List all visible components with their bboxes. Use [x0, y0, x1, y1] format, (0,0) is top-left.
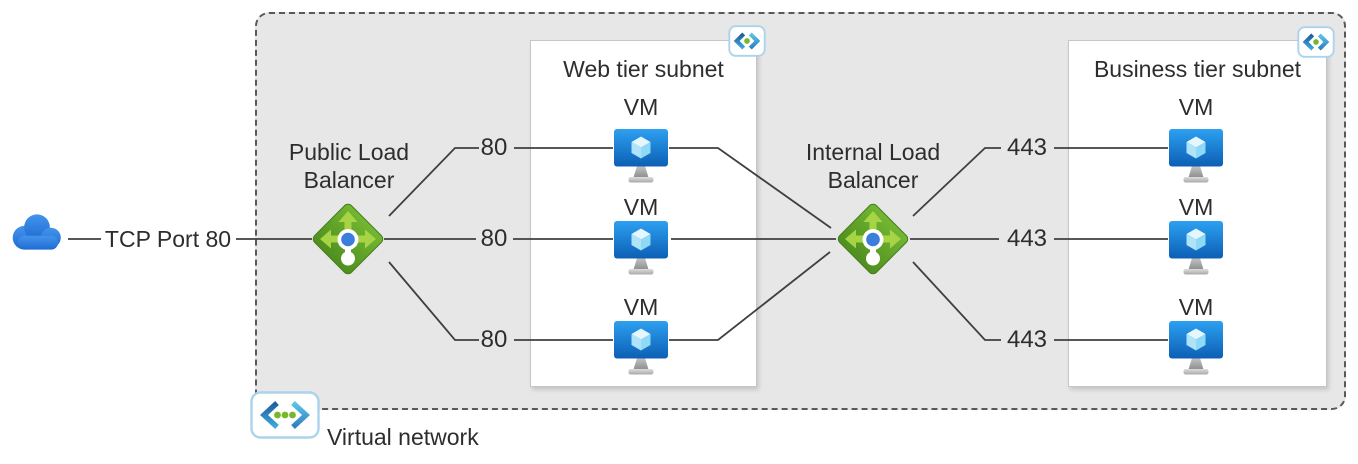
internal-load-balancer-icon	[835, 201, 911, 277]
business-port-label-3: 443	[1006, 326, 1048, 353]
business-vm-icon-2	[1168, 220, 1224, 278]
web-subnet-icon	[728, 25, 766, 57]
web-vm-icon-3	[613, 320, 669, 378]
tcp-port-label: TCP Port 80	[104, 226, 232, 252]
web-vm-icon-1	[613, 128, 669, 186]
business-vm-icon-1	[1168, 128, 1224, 186]
virtual-network-icon	[250, 391, 320, 439]
web-vm-label-3: VM	[623, 294, 659, 320]
business-vm-label-1: VM	[1178, 94, 1214, 120]
web-port-label-2: 80	[480, 225, 508, 252]
business-vm-label-3: VM	[1178, 294, 1214, 320]
web-tier-subnet-title: Web tier subnet	[563, 56, 724, 82]
web-vm-icon-2	[613, 220, 669, 278]
web-vm-label-2: VM	[623, 194, 659, 220]
web-vm-label-1: VM	[623, 94, 659, 120]
public-load-balancer-icon	[310, 201, 386, 277]
business-subnet-icon	[1297, 26, 1335, 58]
business-vm-icon-3	[1168, 320, 1224, 378]
public-load-balancer-label: Public Load Balancer	[288, 139, 410, 193]
web-port-label-1: 80	[480, 134, 508, 161]
internal-load-balancer-label: Internal Load Balancer	[805, 139, 941, 193]
business-port-label-2: 443	[1006, 225, 1048, 252]
business-vm-label-2: VM	[1178, 194, 1214, 220]
cloud-icon	[8, 212, 66, 252]
virtual-network-label: Virtual network	[327, 424, 479, 450]
business-port-label-1: 443	[1006, 134, 1048, 161]
web-port-label-3: 80	[480, 326, 508, 353]
business-tier-subnet-title: Business tier subnet	[1093, 56, 1302, 82]
